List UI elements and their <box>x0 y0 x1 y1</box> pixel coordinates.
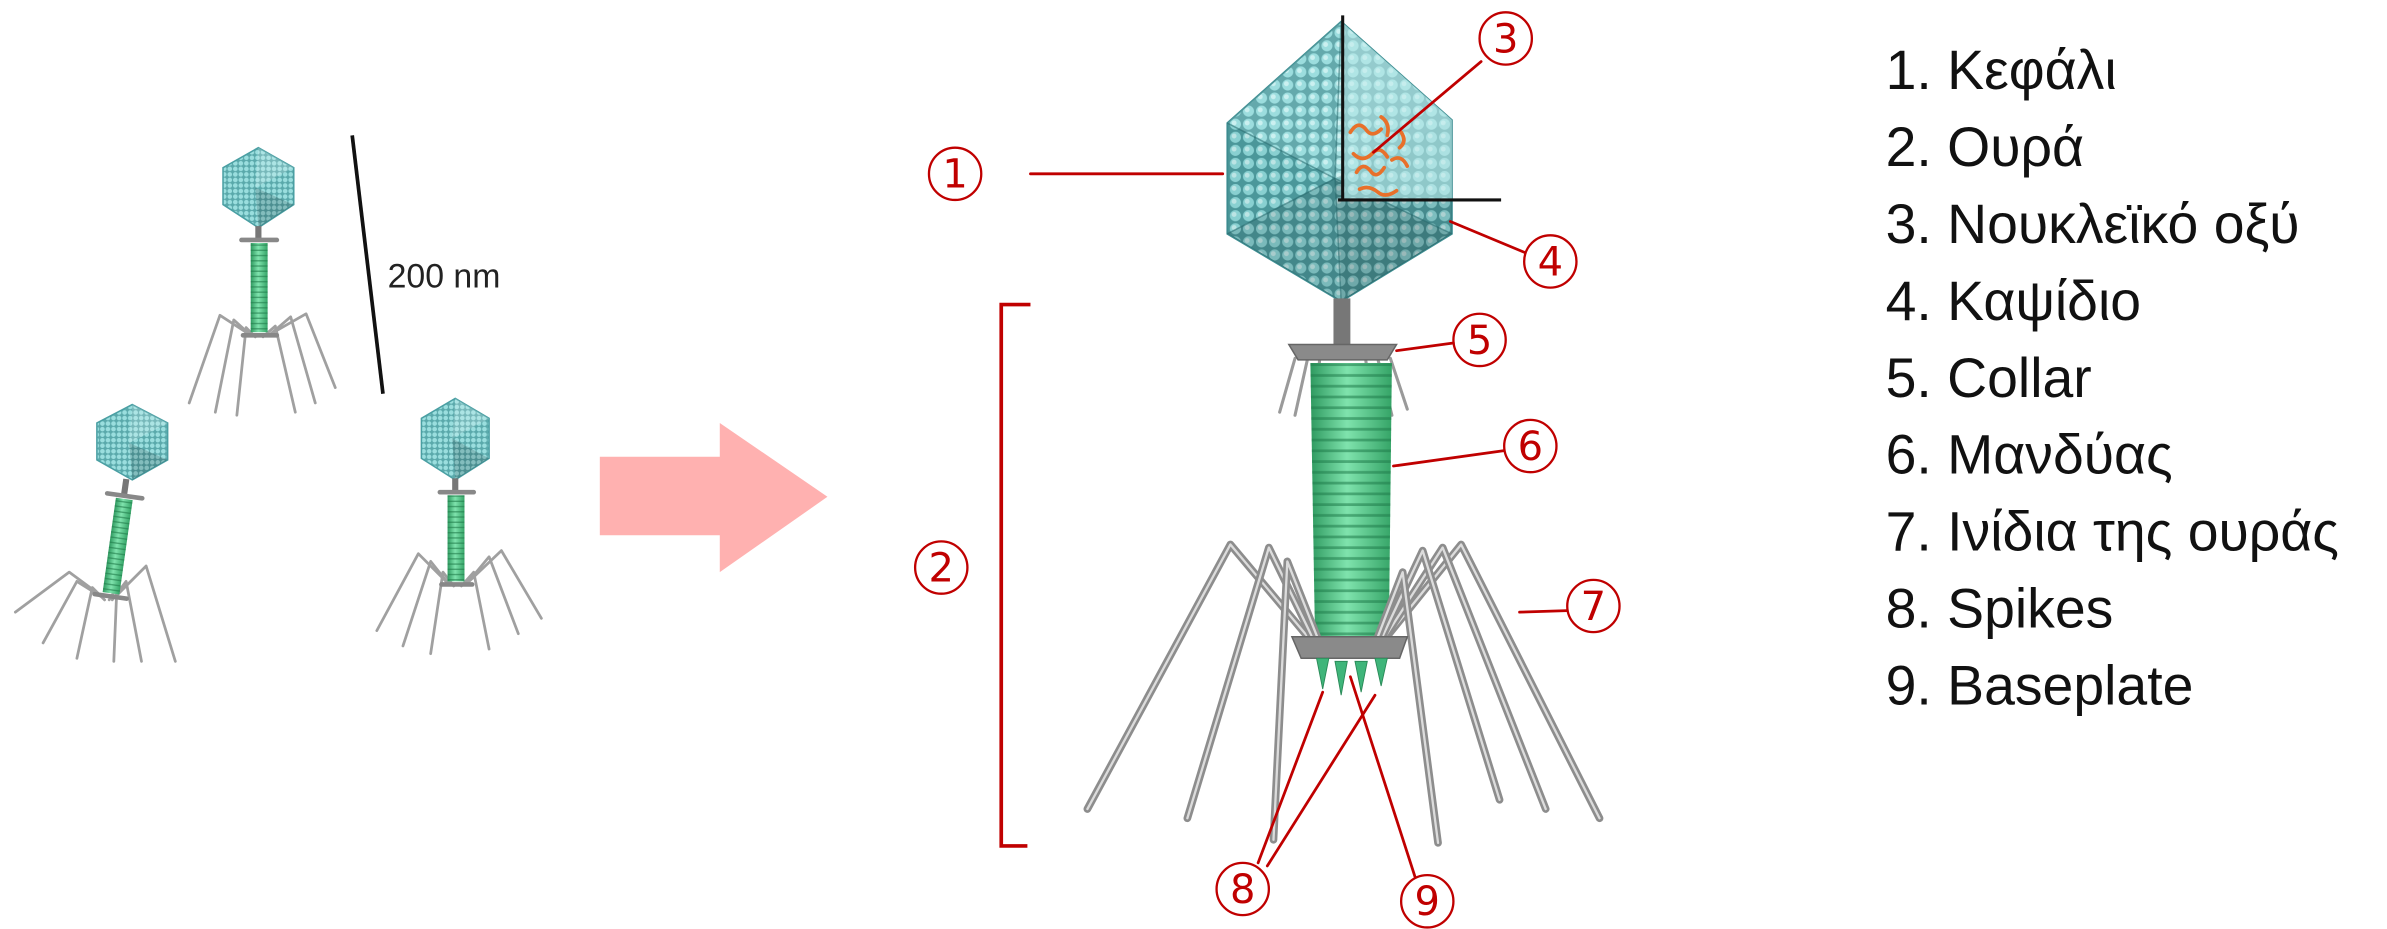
tail-sheath-rings <box>1310 363 1392 637</box>
small-phage-collar <box>107 493 142 498</box>
legend-item-8: 8. Spikes <box>1886 578 2114 640</box>
callout-9-number: 9 <box>1415 879 1440 925</box>
small-phage-right <box>377 398 542 653</box>
tail-fiber <box>115 566 175 661</box>
collar <box>1289 345 1397 360</box>
callout-9: 9 <box>1350 677 1453 928</box>
spike <box>1317 658 1329 689</box>
spikes <box>1317 658 1388 695</box>
small-phage-sheath-rings <box>251 243 268 332</box>
callout-4: 4 <box>1450 221 1576 287</box>
legend-item-4: 4. Καψίδιο <box>1886 270 2141 332</box>
callout-7-leader <box>1520 611 1568 613</box>
right-arrow-icon <box>600 423 828 572</box>
legend-item-5: 5. Collar <box>1886 347 2092 409</box>
small-phage-top <box>189 148 335 416</box>
tail-fiber <box>237 328 255 416</box>
phage-head <box>1227 15 1501 301</box>
callout-4-leader <box>1450 221 1524 252</box>
callout-7-number: 7 <box>1581 584 1606 630</box>
baseplate <box>1292 637 1407 659</box>
small-phage-neck <box>121 479 129 495</box>
callout-6-number: 6 <box>1518 424 1543 470</box>
scale-bar-label: 200 nm <box>388 258 501 296</box>
callout-1-number: 1 <box>942 152 967 198</box>
small-phage-sheath-rings <box>103 498 133 595</box>
legend-item-9: 9. Baseplate <box>1886 654 2194 716</box>
callout-9-leader <box>1350 677 1415 877</box>
tail-fiber <box>189 315 246 403</box>
callout-7: 7 <box>1520 580 1620 632</box>
callout-8-leader <box>1258 692 1323 863</box>
callout-1: 1 <box>929 148 1223 200</box>
callout-2-number: 2 <box>929 545 954 591</box>
small-phage-sheath-rings <box>448 495 465 581</box>
callout-8-leader <box>1267 695 1375 866</box>
small-phage-left <box>15 405 175 662</box>
spike <box>1375 658 1387 686</box>
scale-bar-line <box>352 135 383 393</box>
legend-item-6: 6. Μανδύας <box>1886 424 2173 486</box>
small-phage-baseplate <box>95 594 127 598</box>
legend-item-1: 1. Κεφάλι <box>1886 39 2117 101</box>
tail-fiber <box>263 326 295 412</box>
callout-2: 2 <box>915 305 1030 846</box>
small-phage-left-legs <box>15 566 175 661</box>
callout-2-bracket <box>1001 305 1030 846</box>
tail-fiber <box>15 572 98 612</box>
tail-fiber <box>77 588 105 659</box>
spike <box>1355 661 1367 692</box>
callout-6: 6 <box>1393 420 1556 472</box>
legend-item-7: 7. Ινίδια της ουράς <box>1886 501 2339 563</box>
small-phage-left-tail <box>93 477 145 599</box>
callout-8-number: 8 <box>1230 867 1255 913</box>
callout-3-number: 3 <box>1493 16 1518 62</box>
callout-4-number: 4 <box>1538 239 1563 285</box>
legend-item-2: 2. Ουρά <box>1886 116 2084 178</box>
callout-5-leader <box>1397 343 1454 351</box>
callout-5-number: 5 <box>1467 318 1492 364</box>
spike <box>1335 661 1347 695</box>
callout-5: 5 <box>1397 314 1506 366</box>
callout-8: 8 <box>1217 692 1375 915</box>
capsid-cutaway-texture <box>1343 23 1452 200</box>
callout-6-leader <box>1393 451 1504 466</box>
scale-bar: 200 nm <box>352 135 500 393</box>
phage-neck <box>1333 298 1350 346</box>
legend-item-3: 3. Νουκλεϊκό οξύ <box>1886 193 2300 255</box>
legend: 1. Κεφάλι 2. Ουρά 3. Νουκλεϊκό οξύ 4. Κα… <box>1886 39 2339 716</box>
